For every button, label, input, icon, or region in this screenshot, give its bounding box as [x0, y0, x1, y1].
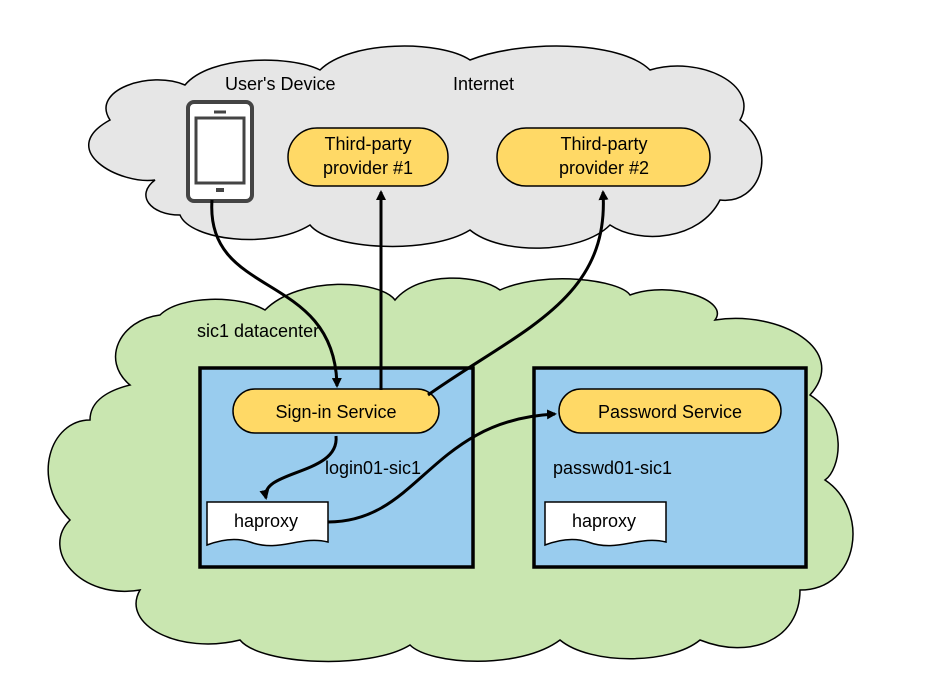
haproxy-2-shape: [544, 501, 667, 547]
haproxy-1-label: haproxy: [234, 511, 298, 531]
haproxy-1-shape: [206, 501, 329, 547]
arrow-haproxy-to-password: [327, 409, 557, 524]
datacenter-label: sic1 datacenter: [197, 321, 319, 341]
internet-label: Internet: [453, 74, 514, 94]
provider-2-line1: Third-party: [560, 134, 647, 154]
smartphone-icon: [186, 100, 254, 203]
arrow-signin-to-provider2: [427, 190, 609, 397]
host-passwd01: Password Service passwd01-sic1 haproxy: [532, 366, 808, 569]
provider-2: Third-party provider #2: [496, 127, 711, 187]
password-service-pill: [558, 388, 782, 434]
arrow-signin-to-haproxy: [259, 435, 338, 500]
sign-in-service-label: Sign-in Service: [275, 402, 396, 422]
passwd01-hostname: passwd01-sic1: [553, 458, 672, 478]
arrow-device-to-signin: [210, 199, 342, 388]
device-label: User's Device: [225, 74, 335, 94]
login01-hostname: login01-sic1: [325, 458, 421, 478]
sign-in-service-pill: [232, 388, 440, 434]
host-login01: Sign-in Service login01-sic1 haproxy: [198, 366, 475, 569]
provider-1-line2: provider #1: [323, 158, 413, 178]
haproxy-2-label: haproxy: [572, 511, 636, 531]
password-service-label: Password Service: [598, 402, 742, 422]
provider-2-line2: provider #2: [559, 158, 649, 178]
provider-1: Third-party provider #1: [287, 127, 449, 187]
provider-1-line1: Third-party: [324, 134, 411, 154]
